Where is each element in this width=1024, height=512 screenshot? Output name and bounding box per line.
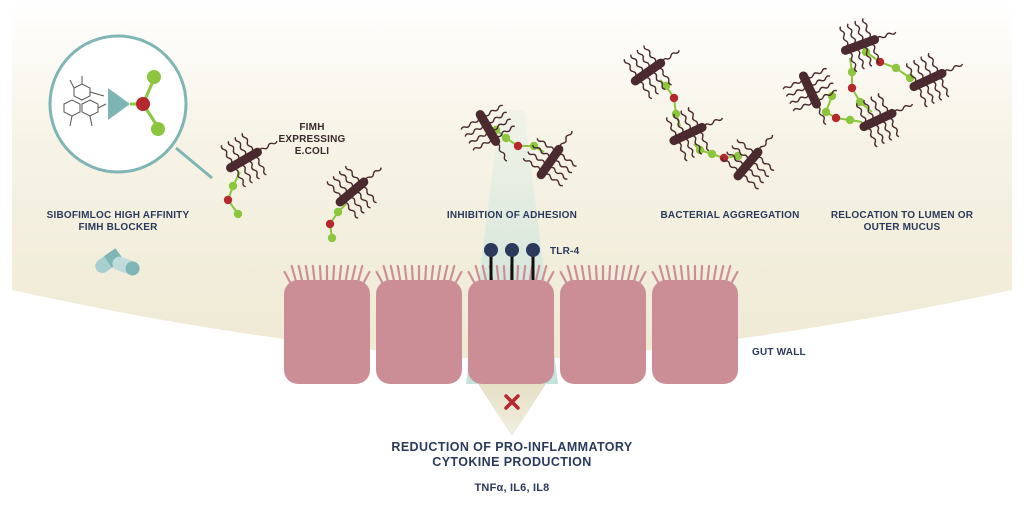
label-tlr4: TLR-4: [550, 246, 580, 257]
e-coli-bacterium: [665, 106, 724, 162]
label-aggregation: BACTERIAL AGGREGATION: [660, 210, 800, 221]
e-coli-bacterium: [782, 67, 838, 126]
e-coli-bacterium: [721, 134, 775, 190]
cell: [560, 280, 646, 384]
blocker-structure: [108, 70, 165, 136]
fimh-blocker-chain: [821, 91, 863, 125]
fimh-blocker-chain: [223, 171, 243, 219]
e-coli-bacterium: [522, 130, 577, 187]
e-coli-bacterium: [855, 92, 914, 148]
cell: [284, 280, 370, 384]
e-coli-bacterium: [326, 165, 382, 219]
label-gut-wall: GUT WALL: [752, 347, 806, 358]
tlr4-receptors: [484, 243, 540, 280]
cell: [652, 280, 738, 384]
cross-icon: [504, 394, 520, 410]
epithelial-cells: [284, 280, 738, 384]
e-coli-bacterium: [623, 45, 680, 100]
fimh-blocker-chain: [325, 203, 347, 243]
fimh-chains: [223, 47, 915, 243]
label-inhibition: INHIBITION OF ADHESION: [446, 210, 578, 221]
cell: [376, 280, 462, 384]
molecule-icon: [63, 76, 107, 127]
label-cytokines: TNFα, IL6, IL8: [474, 482, 550, 494]
cilia-layer: [283, 264, 739, 284]
fimh-blocker-chain: [847, 57, 873, 113]
e-coli-bacterium: [220, 133, 278, 188]
e-coli-bacteria: [220, 18, 964, 219]
signal-beam-lower: [478, 384, 546, 436]
e-coli-bacterium: [460, 104, 515, 162]
cell: [468, 280, 554, 384]
capsule-icon: [95, 248, 140, 276]
fimh-blocker-chain: [659, 79, 681, 127]
e-coli-bacterium: [839, 18, 897, 73]
e-coli-bacterium: [905, 52, 964, 108]
